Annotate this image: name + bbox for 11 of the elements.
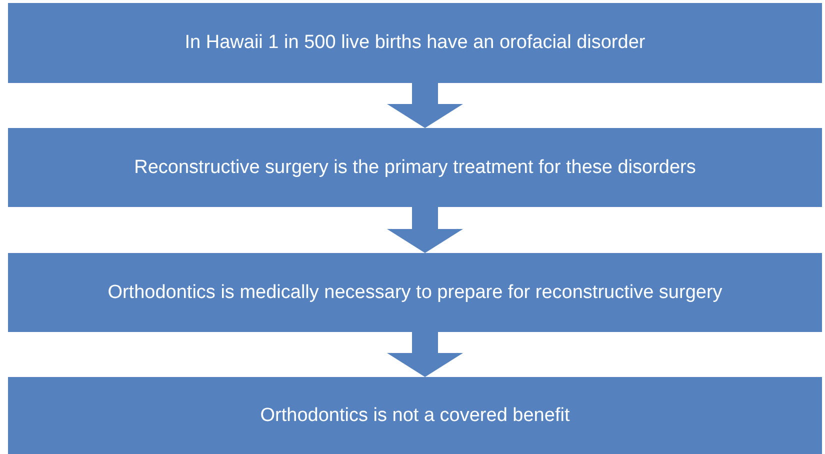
box-text: In Hawaii 1 in 500 live births have an orofacial disorder — [184, 32, 646, 54]
process-box — [8, 377, 822, 454]
box-text: Reconstructive surgery is the primary treatment for these disorders — [134, 156, 696, 178]
box-text: Orthodontics is medically necessary to prepare for reconstructive surgery — [108, 282, 722, 304]
process-box — [8, 3, 822, 83]
arrow — [387, 83, 463, 128]
box-text: Orthodontics is not a covered benefit — [260, 404, 570, 426]
process-box — [8, 253, 822, 332]
arrow — [387, 207, 463, 253]
arrow — [387, 332, 463, 377]
process-box — [8, 128, 822, 207]
